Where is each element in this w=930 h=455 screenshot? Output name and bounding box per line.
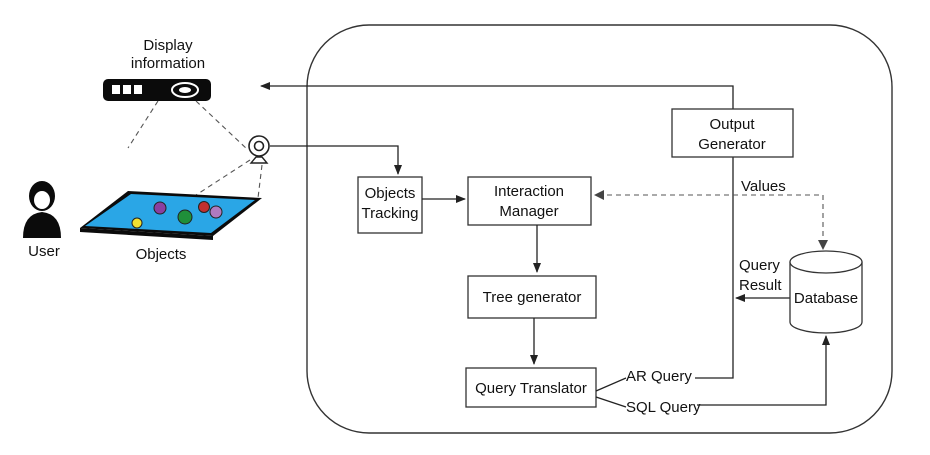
camera-icon (248, 135, 270, 164)
objects-tracking-line1: Objects (365, 185, 416, 202)
display-label-line1: Display (143, 37, 193, 54)
output-generator-line1: Output (709, 116, 755, 133)
interaction-manager-line1: Interaction (494, 183, 564, 200)
query-translator-box: Query Translator (465, 367, 597, 408)
camera-view-ray-left (192, 159, 251, 198)
query-translator-label: Query Translator (475, 380, 587, 397)
objects-tracking-line2: Tracking (362, 205, 419, 222)
output-generator-box: Output Generator (671, 108, 794, 158)
query-result-line1: Query (739, 257, 780, 274)
projection-ray-left (127, 100, 159, 149)
camera-to-tracking-arrow (270, 145, 402, 175)
output-generator-line2: Generator (698, 136, 766, 153)
sql-query-label: SQL Query (626, 399, 701, 416)
values-arrowhead-down (818, 240, 828, 250)
values-arrowhead-left (594, 190, 604, 200)
user-label: User (28, 243, 60, 260)
camera-view-ray-right (257, 164, 263, 199)
database-cylinder-icon: Database (789, 250, 863, 334)
values-label: Values (741, 178, 786, 195)
objects-label: Objects (136, 246, 187, 263)
database-label: Database (794, 290, 858, 307)
display-label-line2: information (131, 55, 205, 72)
tree-generator-label: Tree generator (483, 289, 582, 306)
sql-query-branch (595, 396, 627, 408)
sql-query-to-database-arrow (697, 335, 830, 406)
objects-tracking-box: Objects Tracking (357, 176, 423, 234)
values-dashed-link (598, 194, 824, 244)
interaction-manager-line2: Manager (499, 203, 558, 220)
projection-ray-right (195, 100, 249, 151)
ar-query-branch (595, 377, 627, 392)
user-icon (23, 181, 61, 238)
tree-generator-box: Tree generator (467, 275, 597, 319)
objects-table-icon (80, 191, 262, 240)
interaction-manager-box: Interaction Manager (467, 176, 592, 226)
projector-icon (103, 79, 211, 101)
ar-query-label: AR Query (626, 368, 692, 385)
query-result-line2: Result (739, 277, 782, 294)
ar-query-to-display-line (260, 82, 734, 379)
system-boundary (306, 24, 893, 434)
